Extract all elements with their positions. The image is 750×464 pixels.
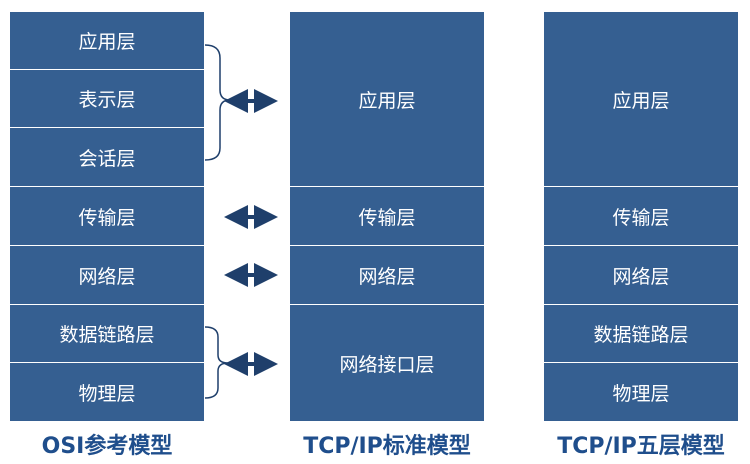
tcpip-application-layer: 应用层 bbox=[290, 12, 484, 187]
tcpip-network-layer: 网络层 bbox=[290, 246, 484, 305]
osi-transport-layer: 传输层 bbox=[10, 187, 204, 246]
osi-application-layer: 应用层 bbox=[10, 12, 204, 70]
lower-brace bbox=[204, 326, 229, 399]
osi-session-layer: 会话层 bbox=[10, 128, 204, 187]
tcpip-model-title: TCP/IP标准模型 bbox=[303, 434, 471, 459]
five-layer-model-stack: 应用层 传输层 网络层 数据链路层 物理层 bbox=[544, 12, 738, 421]
tcpip-transport-layer: 传输层 bbox=[290, 187, 484, 246]
five-network-layer: 网络层 bbox=[544, 246, 738, 305]
five-layer-model-title: TCP/IP五层模型 bbox=[557, 434, 725, 459]
five-physical-layer: 物理层 bbox=[544, 363, 738, 421]
five-data-link-layer: 数据链路层 bbox=[544, 305, 738, 363]
tcpip-network-interface-layer: 网络接口层 bbox=[290, 305, 484, 421]
osi-network-layer: 网络层 bbox=[10, 246, 204, 305]
five-transport-layer: 传输层 bbox=[544, 187, 738, 246]
upper-brace bbox=[204, 44, 231, 161]
osi-presentation-layer: 表示层 bbox=[10, 70, 204, 128]
five-application-layer: 应用层 bbox=[544, 12, 738, 187]
osi-data-link-layer: 数据链路层 bbox=[10, 305, 204, 363]
osi-model-stack: 应用层 表示层 会话层 传输层 网络层 数据链路层 物理层 bbox=[10, 12, 204, 421]
tcpip-model-stack: 应用层 传输层 网络层 网络接口层 bbox=[290, 12, 484, 421]
osi-physical-layer: 物理层 bbox=[10, 363, 204, 421]
osi-model-title: OSI参考模型 bbox=[41, 434, 173, 459]
